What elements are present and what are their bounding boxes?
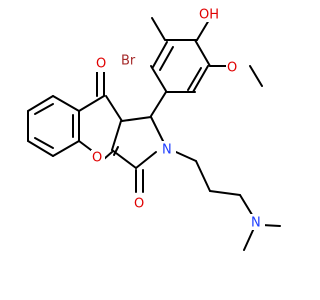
- molecule-structure: Br OH O O O O N N: [27, 6, 281, 251]
- atom-label-o-carbonyl-top: O: [96, 57, 106, 72]
- atom-label-br: Br: [121, 54, 136, 69]
- bonds: [27, 17, 281, 251]
- atom-label-n-amine: N: [251, 216, 261, 231]
- atom-label-oh: OH: [199, 8, 219, 23]
- atom-labels: Br OH O O O O N N: [91, 6, 265, 231]
- atom-label-n-ring: N: [162, 143, 172, 158]
- atom-label-o-methoxy: O: [227, 61, 237, 76]
- atom-label-o-pyran: O: [92, 151, 102, 166]
- atom-label-o-carbonyl-right: O: [134, 197, 144, 212]
